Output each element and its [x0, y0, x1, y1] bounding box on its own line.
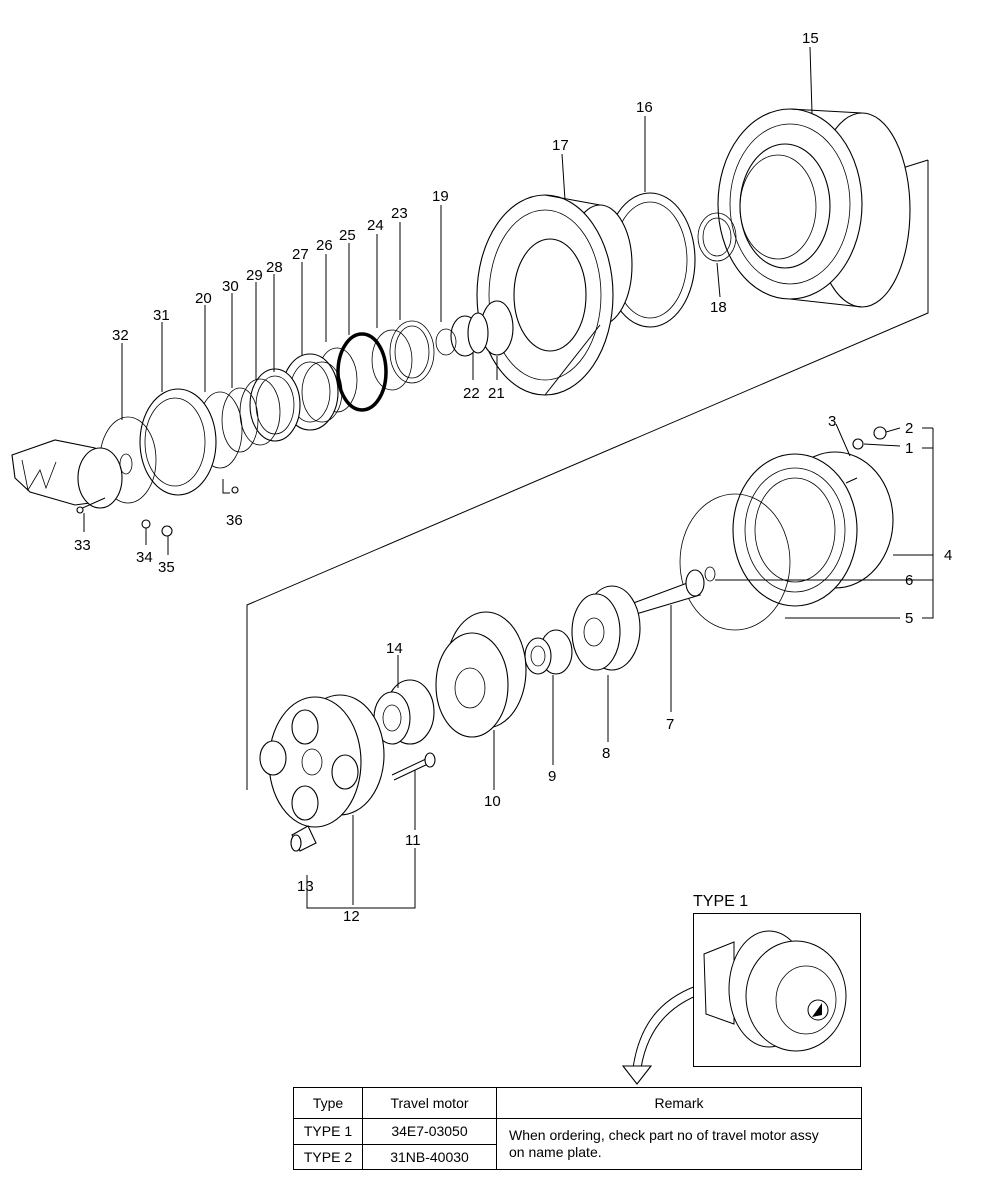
remark-cell: When ordering, check part no of travel m… [496, 1118, 862, 1170]
callout-14: 14 [386, 640, 403, 657]
header-type: Type [293, 1087, 363, 1119]
bolt-part-11 [391, 752, 436, 781]
sun-gear-part-9 [524, 629, 573, 675]
travel-motor-table: Type Travel motor Remark TYPE 1 34E7-030… [293, 1087, 862, 1170]
leader-lines [83, 46, 934, 909]
callout-2: 2 [905, 420, 913, 437]
callout-3: 3 [828, 413, 836, 430]
plug-part-34 [141, 519, 151, 529]
callout-31: 31 [153, 307, 170, 324]
ring-part-23 [389, 320, 435, 384]
carrier-part-10 [435, 611, 527, 738]
callout-19: 19 [432, 188, 449, 205]
type-panel-title: TYPE 1 [693, 893, 749, 910]
travel-motor-body [11, 439, 133, 511]
type-panel-arrow [632, 982, 706, 1069]
remark-line-1: When ordering, check part no of travel m… [509, 1127, 819, 1143]
callout-26: 26 [316, 237, 333, 254]
row-motor: 31NB-40030 [362, 1143, 497, 1170]
callout-18: 18 [710, 299, 727, 316]
bolt-part-3 [845, 477, 858, 484]
ring-part-18 [697, 212, 737, 262]
callout-22: 22 [463, 385, 480, 402]
callout-11: 11 [405, 832, 421, 849]
washer-part-1 [852, 438, 864, 450]
callout-5: 5 [905, 610, 913, 627]
callout-28: 28 [266, 259, 283, 276]
plug-part-35 [161, 525, 173, 537]
ring-gear-part-4 [732, 451, 894, 607]
callout-4: 4 [944, 547, 952, 564]
oring-part-5 [679, 493, 791, 631]
ring-part-6 [704, 566, 716, 582]
callout-15: 15 [802, 30, 819, 47]
remark-line-2: on name plate. [509, 1144, 602, 1160]
ring-part-31 [139, 388, 217, 496]
callout-1: 1 [905, 440, 913, 457]
callout-25: 25 [339, 227, 356, 244]
carrier-part-8 [571, 585, 641, 671]
plug-part-36 [231, 486, 239, 494]
housing-part-15 [717, 108, 911, 308]
bolt-part-33 [76, 506, 84, 514]
ring-part-30 [221, 387, 259, 453]
travel-motor-illustration [703, 930, 847, 1052]
header-travel-motor: Travel motor [362, 1087, 497, 1119]
callout-8: 8 [602, 745, 610, 762]
callout-12: 12 [343, 908, 360, 925]
callout-34: 34 [136, 549, 153, 566]
callout-35: 35 [158, 559, 175, 576]
gear-part-14 [373, 679, 435, 745]
callout-36: 36 [226, 512, 243, 529]
ring-part-24 [371, 329, 413, 391]
table-row: TYPE 1 34E7-03050 When ordering, check p… [293, 1118, 862, 1170]
callout-33: 33 [74, 537, 91, 554]
plug-part-2 [873, 426, 887, 440]
table-row: TYPE 2 31NB-40030 [293, 1143, 862, 1170]
group-frame [246, 160, 929, 790]
row-type: TYPE 2 [293, 1143, 363, 1170]
type-panel [693, 913, 861, 1067]
callout-13: 13 [297, 878, 314, 895]
callout-30: 30 [222, 278, 239, 295]
callout-29: 29 [246, 267, 263, 284]
oring-part-25 [336, 332, 388, 412]
callout-10: 10 [484, 793, 501, 810]
callout-23: 23 [391, 205, 408, 222]
callout-6: 6 [905, 572, 913, 589]
table-header-row: Type Travel motor Remark [293, 1087, 862, 1119]
callout-32: 32 [112, 327, 129, 344]
washer-part-22 [467, 312, 489, 354]
hub-part-17 [476, 194, 633, 396]
row-type: TYPE 1 [293, 1118, 363, 1145]
header-remark: Remark [496, 1087, 862, 1119]
callout-7: 7 [666, 716, 674, 733]
callout-24: 24 [367, 217, 384, 234]
callout-labels: 15 16 17 19 23 24 25 26 27 28 29 30 20 3… [74, 30, 952, 925]
carrier-part-12 [259, 694, 385, 828]
row-motor: 34E7-03050 [362, 1118, 497, 1145]
callout-27: 27 [292, 246, 309, 263]
pin-part-13 [290, 825, 317, 852]
ring-part-29 [239, 378, 281, 446]
shaft-part-7 [627, 569, 705, 615]
callout-16: 16 [636, 99, 653, 116]
ring-part-28 [249, 368, 301, 442]
callout-21: 21 [488, 385, 505, 402]
callout-20: 20 [195, 290, 212, 307]
callout-17: 17 [552, 137, 569, 154]
callout-9: 9 [548, 768, 556, 785]
